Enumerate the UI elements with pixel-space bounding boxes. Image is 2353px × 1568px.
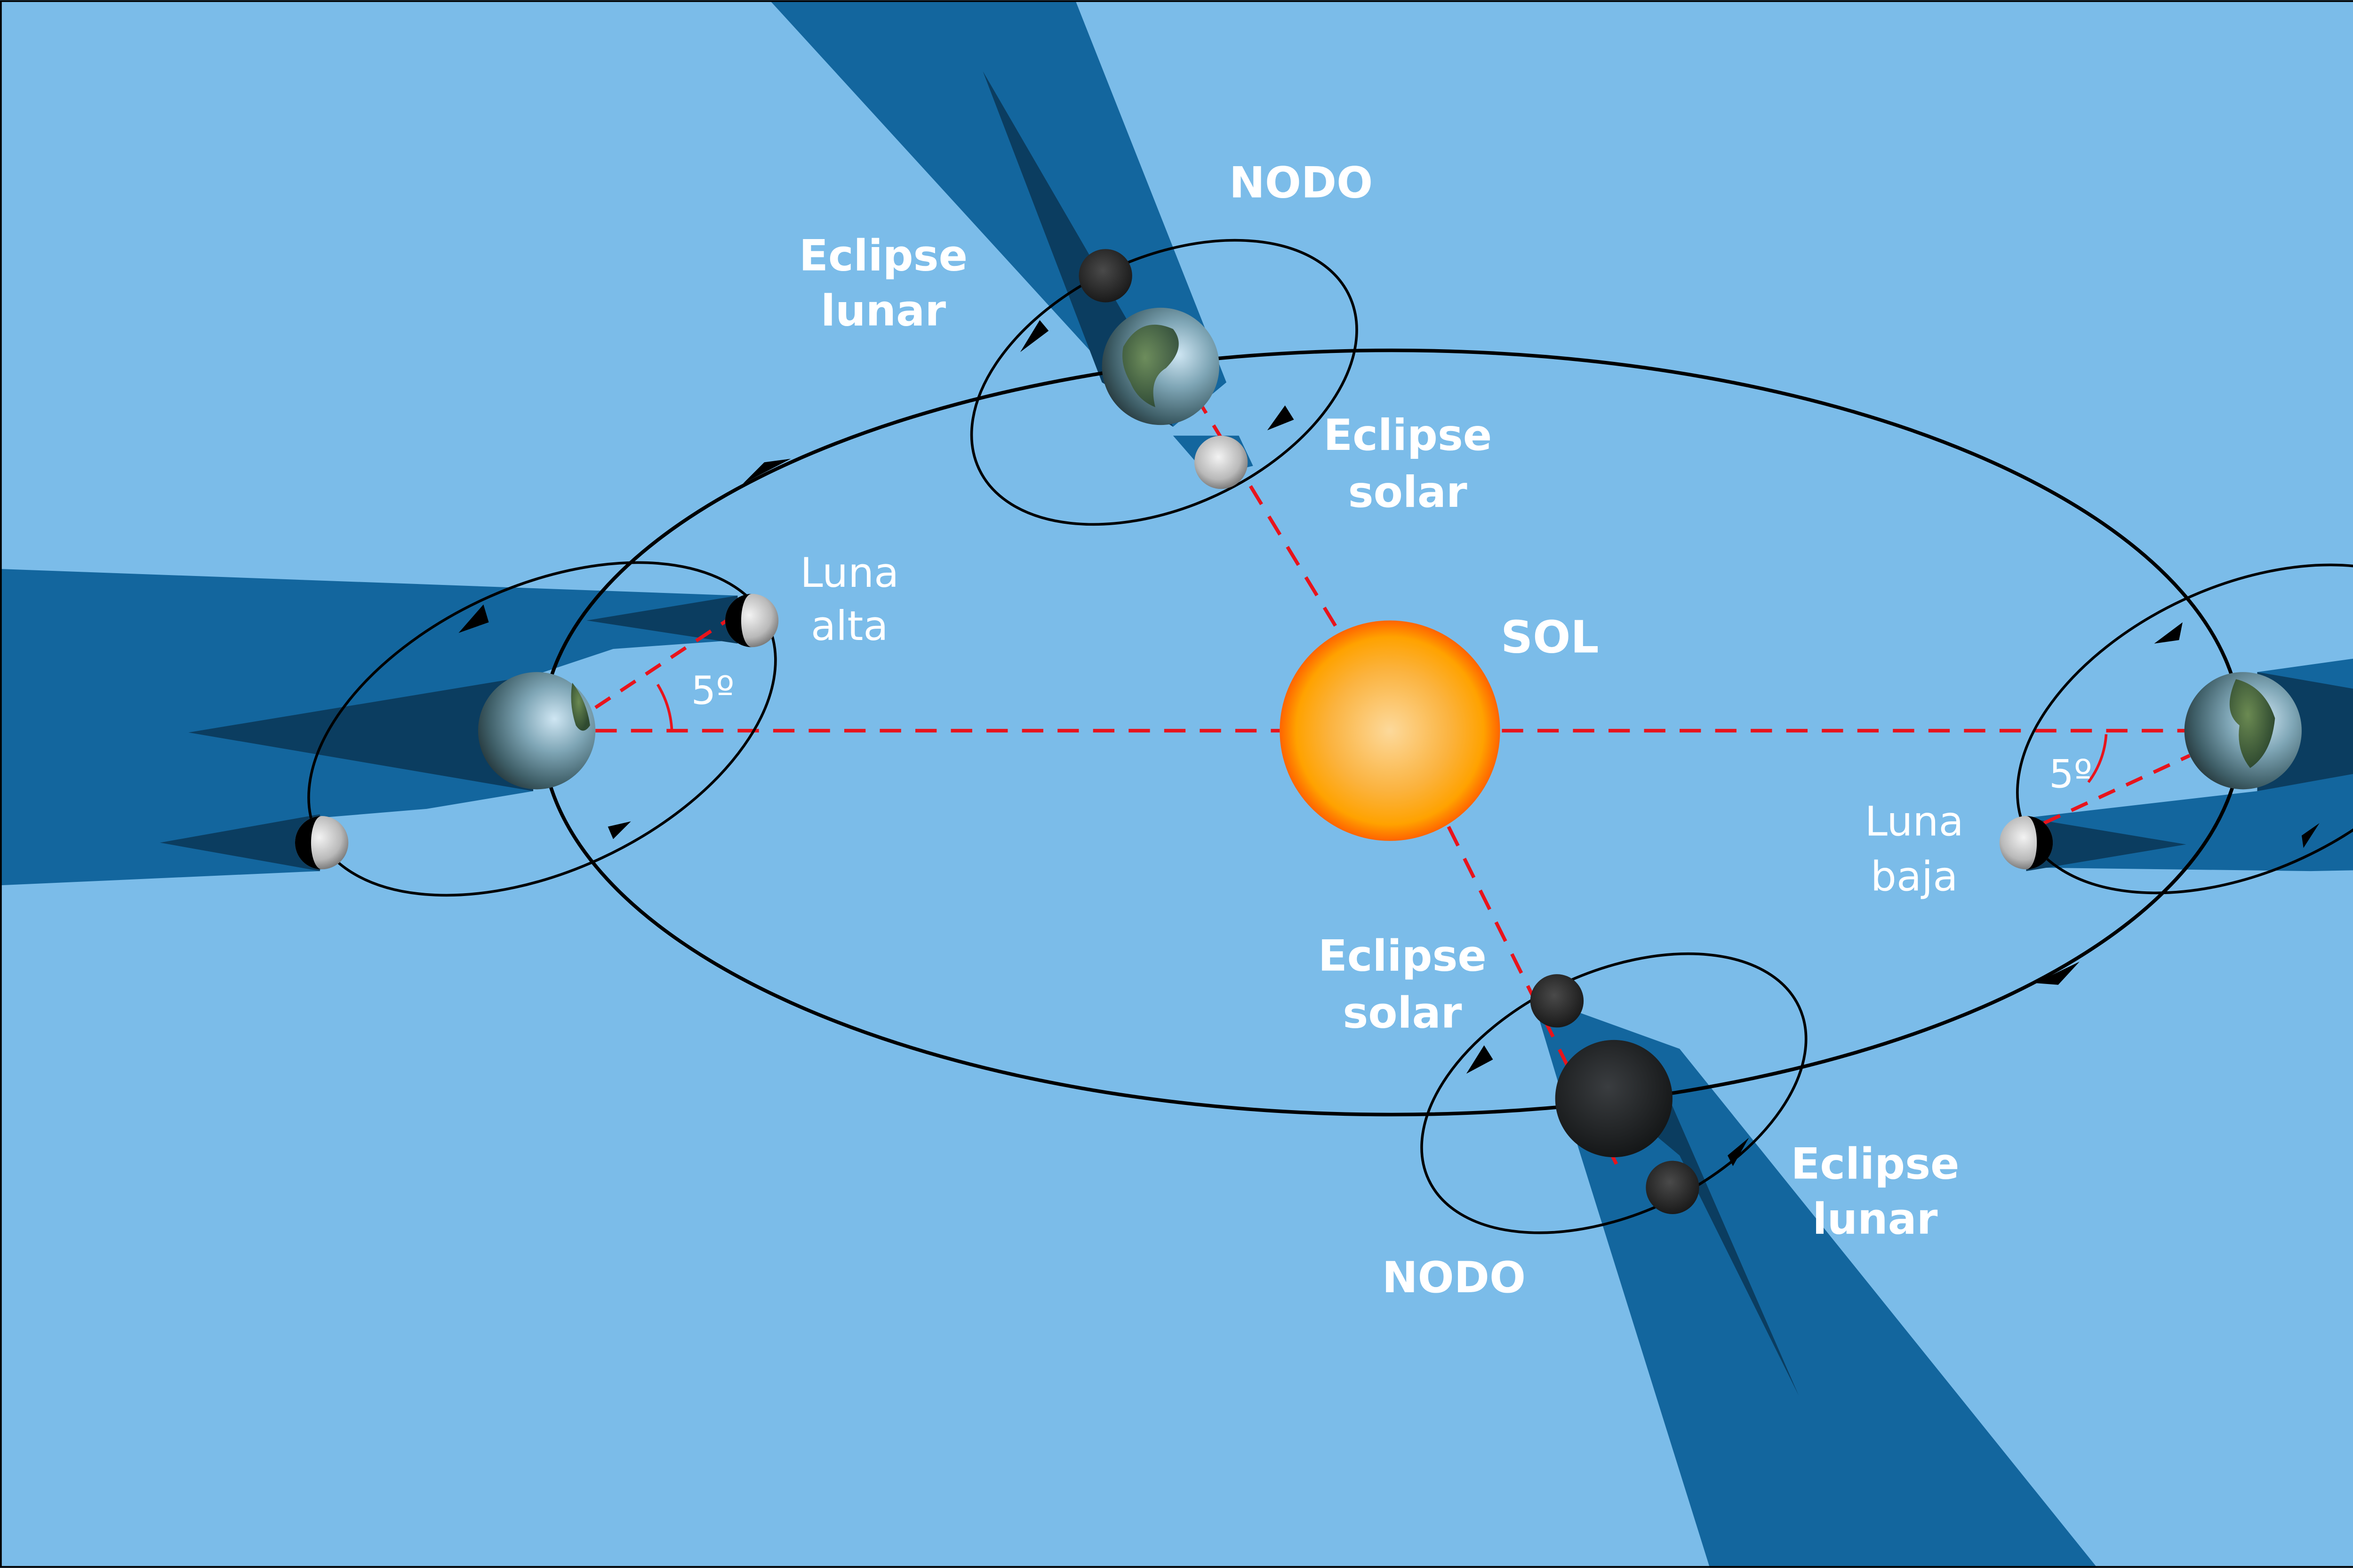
eclipse-lunar-bottom-line2: lunar	[1813, 1195, 1938, 1244]
shadow-left-earth	[0, 569, 738, 886]
eclipse-solar-top-line1: Eclipse	[1323, 411, 1492, 460]
eclipse-solar-bottom-line2: solar	[1343, 988, 1462, 1038]
angle-markers	[594, 612, 2191, 825]
angle-label-right: 5º	[2049, 752, 2092, 797]
sun-label: SOL	[1501, 612, 1599, 664]
earth-left	[478, 672, 596, 790]
moon-new-bottom	[1530, 974, 1584, 1028]
node-label-bottom: NODO	[1382, 1253, 1526, 1303]
moon-orbit-arrows	[458, 320, 2320, 1167]
orbit-arrow-icon	[2035, 961, 2080, 985]
eclipse-solar-top-line2: solar	[1348, 468, 1467, 517]
eclipse-lunar-top-line2: lunar	[821, 287, 946, 336]
angle-label-left: 5º	[691, 668, 734, 713]
earth-bottom-eclipsed	[1555, 1040, 1673, 1158]
eclipse-solar-bottom-line1: Eclipse	[1318, 932, 1487, 981]
moon-low-left	[295, 816, 349, 870]
moon-high-label-line1: Luna	[800, 549, 899, 597]
moon-low-label-line1: Luna	[1865, 798, 1963, 846]
moon-eclipsed-top	[1079, 249, 1132, 303]
moon-new-top	[1194, 435, 1248, 489]
moon-low-label-line2: baja	[1871, 853, 1958, 901]
sun	[1280, 620, 1500, 841]
node-label-top: NODO	[1229, 159, 1373, 208]
earth-top	[1102, 307, 1219, 425]
eclipse-lunar-top-line1: Eclipse	[799, 232, 968, 281]
moon-high-left	[725, 593, 779, 648]
moon-eclipsed-bottom	[1646, 1160, 1699, 1214]
moon-low-right	[1999, 816, 2053, 870]
eclipse-lunar-bottom-line1: Eclipse	[1791, 1139, 1959, 1189]
earth-right	[2184, 672, 2302, 790]
moon-high-label-line2: alta	[811, 602, 888, 650]
shadow-bottom-earth	[1532, 995, 2097, 1568]
